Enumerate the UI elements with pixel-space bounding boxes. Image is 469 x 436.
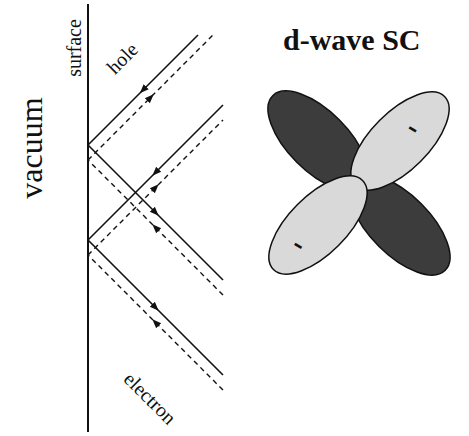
surface-line [87,4,89,432]
electron-ray [88,105,223,240]
text-label: vacuum [14,97,46,198]
hole-ray [88,35,213,160]
text-label: hole [103,39,141,77]
text-label: surface [64,19,84,77]
hole-ray [88,255,223,390]
electron-ray [88,240,223,375]
hole-ray [88,120,223,255]
electron-ray [88,35,198,145]
text-label: d-wave SC [283,25,421,55]
text-label: electron [120,368,180,428]
